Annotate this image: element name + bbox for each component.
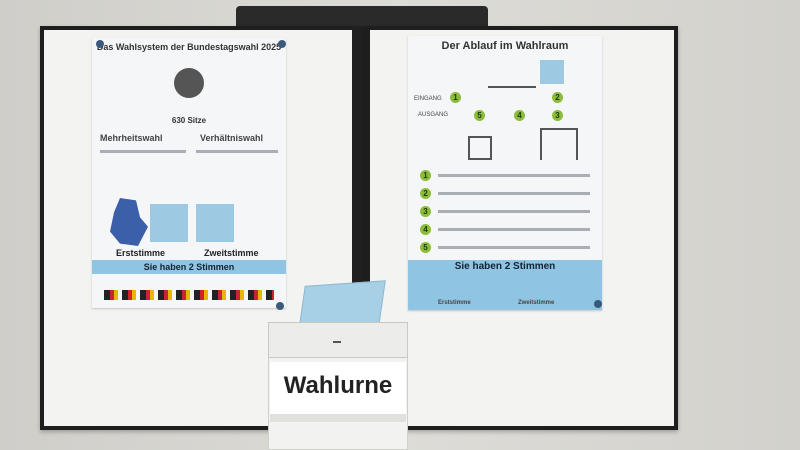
parliament-strip	[104, 290, 274, 300]
ballot-box-strip	[270, 414, 406, 422]
step-badge: 1	[450, 92, 461, 103]
text-lines	[196, 150, 278, 153]
label-eingang: EINGANG	[414, 96, 442, 102]
step-text	[438, 174, 590, 177]
ballot-graphic-2	[196, 204, 234, 242]
pin-icon	[276, 302, 284, 310]
poster-wahlsystem: Das Wahlsystem der Bundestagswahl 2025 6…	[92, 38, 286, 308]
step-badge: 2	[552, 92, 563, 103]
step-text	[438, 210, 590, 213]
banner-two-votes: Sie haben 2 Stimmen	[408, 260, 602, 310]
label-zweitstimme: Zweitstimme	[204, 248, 259, 258]
label-ausgang: AUSGANG	[418, 112, 449, 118]
ballot-box-lid	[268, 322, 408, 358]
banner-two-votes: Sie haben 2 Stimmen	[92, 260, 286, 274]
ballot-graphic-1	[150, 204, 188, 242]
step-badge: 4	[420, 224, 431, 235]
heading-mehrheitswahl: Mehrheitswahl	[100, 133, 163, 143]
voting-booth-illustration	[540, 128, 578, 160]
step-badge: 1	[420, 170, 431, 181]
step-text	[438, 246, 590, 249]
label-zweitstimme: Zweitstimme	[518, 300, 555, 306]
poster-ablauf: Der Ablauf im Wahlraum EINGANG 1 2 AUSGA…	[408, 36, 602, 310]
poll-workers-illustration	[488, 66, 536, 88]
poster-title: Der Ablauf im Wahlraum	[441, 40, 569, 52]
heading-verhaeltniswahl: Verhältniswahl	[200, 133, 264, 143]
step-badge: 3	[420, 206, 431, 217]
ballot-box-label: Wahlurne	[270, 362, 406, 414]
label-erststimme: Erststimme	[438, 300, 471, 306]
step-badge: 4	[514, 110, 525, 121]
poster-title: Das Wahlsystem der Bundestagswahl 2025	[96, 42, 282, 52]
eagle-emblem	[174, 68, 204, 98]
lid-dots	[333, 341, 341, 343]
step-text	[438, 192, 590, 195]
step-badge: 3	[552, 110, 563, 121]
step-text	[438, 228, 590, 231]
step-badge: 5	[474, 110, 485, 121]
seats-count: 630 Sitze	[171, 116, 207, 125]
ballot-graphic	[540, 60, 564, 84]
step-badge: 2	[420, 188, 431, 199]
step-badge: 5	[420, 242, 431, 253]
banner-text: Sie haben 2 Stimmen	[454, 261, 556, 272]
ballot-box-illustration	[468, 136, 492, 160]
text-lines	[100, 150, 186, 153]
pin-icon	[96, 40, 104, 48]
pin-icon	[278, 40, 286, 48]
pin-icon	[594, 300, 602, 308]
label-erststimme: Erststimme	[116, 248, 166, 258]
germany-map	[110, 198, 148, 246]
